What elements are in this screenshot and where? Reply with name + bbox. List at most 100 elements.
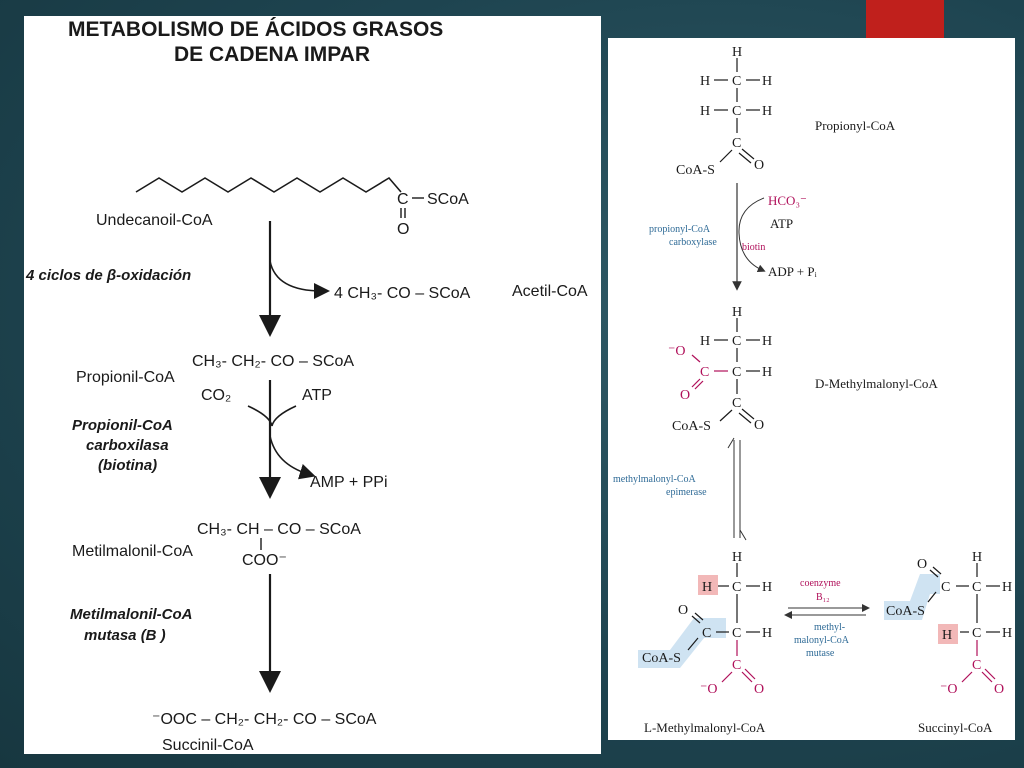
atom-o-minus: ⁻O [940, 682, 958, 697]
succinil-label: Succinil-CoA [162, 737, 254, 754]
propionil-formula: CH₃- CH₂- CO – SCoA [192, 353, 354, 370]
atom-c: C [732, 365, 741, 380]
atom-o: O [754, 418, 764, 433]
branch-arrow-amp [269, 435, 316, 480]
enzyme2-line2: carboxilasa [86, 437, 169, 454]
title-line1: METABOLISMO DE ÁCIDOS GRASOS [68, 18, 443, 41]
atom-h: H [700, 104, 710, 119]
atom-h: H [762, 580, 772, 595]
enzyme1-line1: propionyl-CoA [649, 224, 711, 235]
atom-o: O [994, 682, 1004, 697]
d-methylmalonyl-structure [714, 318, 760, 424]
atom-o-minus: ⁻O [700, 682, 718, 697]
atom-c: C [732, 658, 741, 673]
atom-c: C [732, 334, 741, 349]
atom-c: C [972, 658, 981, 673]
propionyl-coa-structure [714, 58, 760, 164]
mutase-line3: mutase [806, 648, 835, 659]
atom-h: H [942, 628, 952, 643]
hco3-label: HCO₃⁻ [768, 193, 807, 208]
coas-label: CoA-S [886, 604, 925, 619]
carboxylate-bonds [691, 354, 728, 390]
coa-highlight [638, 618, 726, 668]
atom-h: H [762, 334, 772, 349]
atom-o: O [754, 158, 764, 173]
atom-c: C [972, 580, 981, 595]
atom-h: H [762, 74, 772, 89]
fatty-acid-chain [135, 176, 402, 193]
atom-c: C [732, 580, 741, 595]
carbonyl-c: C [397, 191, 409, 208]
atom-h: H [1002, 580, 1012, 595]
succinil-formula: ⁻OOC – CH₂- CH₂- CO – SCoA [152, 711, 377, 728]
l-methyl-label: L-Methylmalonyl-CoA [644, 720, 766, 735]
atom-h: H [700, 74, 710, 89]
atom-h: H [732, 305, 742, 320]
atp-label: ATP [302, 387, 332, 404]
epimerase-line2: epimerase [666, 487, 707, 498]
coenzyme-line2: B₁₂ [816, 592, 830, 603]
atom-h: H [762, 365, 772, 380]
atom-c: C [941, 580, 950, 595]
carboxylate-bonds [961, 640, 996, 683]
amp-label: AMP + PPi [310, 474, 388, 491]
enzyme1-line2: carboxylase [669, 237, 717, 248]
atom-c: C [732, 74, 741, 89]
atom-h: H [762, 626, 772, 641]
mutase-line2: malonyl-CoA [794, 635, 850, 646]
accent-bar [866, 0, 944, 38]
propionil-label: Propionil-CoA [76, 369, 175, 386]
enzyme2-line3: (biotina) [98, 457, 157, 474]
coas-label: CoA-S [676, 163, 715, 178]
acetil-label: Acetil-CoA [512, 283, 588, 300]
epimerase-line1: methylmalonyl-CoA [613, 474, 697, 485]
branch-arrow-acetyl [269, 260, 330, 299]
atom-c: C [732, 626, 741, 641]
carboxylate-bonds [721, 640, 756, 683]
d-methyl-label: D-Methylmalonyl-CoA [815, 376, 938, 391]
metil-formula: CH₃- CH – CO – SCoA [197, 521, 361, 538]
atom-h: H [700, 334, 710, 349]
succinyl-label: Succinyl-CoA [918, 720, 993, 735]
english-pathway-panel: H H C H H C H C O CoA-S Propionyl-CoA HC… [608, 38, 1015, 740]
atom-c: C [702, 626, 711, 641]
cofactor-curve [738, 197, 766, 272]
step1-product: 4 CH₃- CO – SCoA [334, 285, 471, 302]
metil-label: Metilmalonil-CoA [72, 543, 193, 560]
carbonyl-o: O [397, 221, 409, 238]
cofactor-curve [247, 405, 297, 427]
atom-h: H [1002, 626, 1012, 641]
title-line2: DE CADENA IMPAR [174, 43, 370, 66]
atom-c: C [972, 626, 981, 641]
atom-o: O [680, 388, 690, 403]
atom-o: O [754, 682, 764, 697]
scoa-label: SCoA [427, 191, 469, 208]
atom-h: H [972, 550, 982, 565]
atom-h: H [762, 104, 772, 119]
atom-h: H [732, 550, 742, 565]
atp-label: ATP [770, 216, 793, 231]
atom-c: C [732, 396, 741, 411]
atom-c: C [732, 104, 741, 119]
atom-h: H [702, 580, 712, 595]
l-methylmalonyl-structure [687, 563, 760, 651]
coas-label: CoA-S [672, 419, 711, 434]
atom-c: C [700, 365, 709, 380]
spanish-pathway-panel: METABOLISMO DE ÁCIDOS GRASOS DE CADENA I… [24, 16, 601, 754]
coas-label: CoA-S [642, 651, 681, 666]
undecanoil-label: Undecanoil-CoA [96, 212, 213, 229]
h-highlight [938, 624, 958, 644]
spanish-pathway-diagram: METABOLISMO DE ÁCIDOS GRASOS DE CADENA I… [25, 18, 588, 754]
enzyme2-line1: Propionil-CoA [72, 417, 173, 434]
enzyme3-line1: Metilmalonil-CoA [70, 606, 193, 623]
biotin-label: biotin [742, 242, 765, 253]
atom-o: O [917, 557, 927, 572]
propionyl-label: Propionyl-CoA [815, 118, 896, 133]
metil-coo: COO⁻ [242, 552, 287, 569]
coenzyme-line1: coenzyme [800, 578, 841, 589]
step1-label: 4 ciclos de β-oxidación [25, 267, 191, 284]
english-pathway-diagram: H H C H H C H C O CoA-S Propionyl-CoA HC… [613, 45, 1012, 735]
mutase-line1: methyl- [814, 622, 845, 633]
h-highlight [698, 575, 718, 595]
coa-highlight [884, 574, 940, 620]
